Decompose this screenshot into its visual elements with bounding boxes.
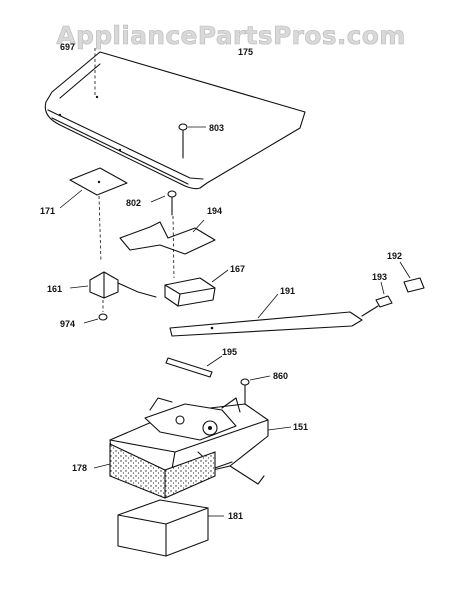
part-175-cover [44,51,306,190]
part-161-switch [69,271,157,299]
assembly-line-802 [172,215,175,279]
callout-195: 195 [222,347,237,357]
callout-802: 802 [126,198,141,208]
part-192-knob [399,261,425,293]
callout-167: 167 [230,264,245,274]
part-802-screw [150,190,177,216]
callout-151: 151 [293,422,308,432]
part-171-pad [59,167,128,209]
callout-803: 803 [209,123,224,133]
callout-175: 175 [238,47,253,57]
part-191-rod [169,293,363,337]
assembly-line-pad [98,195,102,263]
part-195-spring [165,355,223,378]
part-167-latch-block [164,269,229,307]
watermark-text: AppliancePartsPros.com [56,21,405,50]
callout-194: 194 [207,206,222,216]
part-181-base-block [117,499,224,557]
callout-860: 860 [273,371,288,381]
callout-193: 193 [372,272,387,282]
part-974-screw [83,300,108,324]
callout-191: 191 [280,286,295,296]
callout-161: 161 [47,284,62,294]
callout-192: 192 [387,251,402,261]
callout-974: 974 [60,319,75,329]
callout-171: 171 [40,206,55,216]
callout-178: 178 [72,463,87,473]
part-178-insulation [93,443,216,499]
part-803-screw [178,123,206,159]
part-151-lock-assembly [109,397,292,485]
part-193-clip [361,281,393,317]
callout-181: 181 [228,511,243,521]
callout-697: 697 [60,42,75,52]
part-860-screw [240,375,271,405]
part-194-bracket [119,219,216,255]
